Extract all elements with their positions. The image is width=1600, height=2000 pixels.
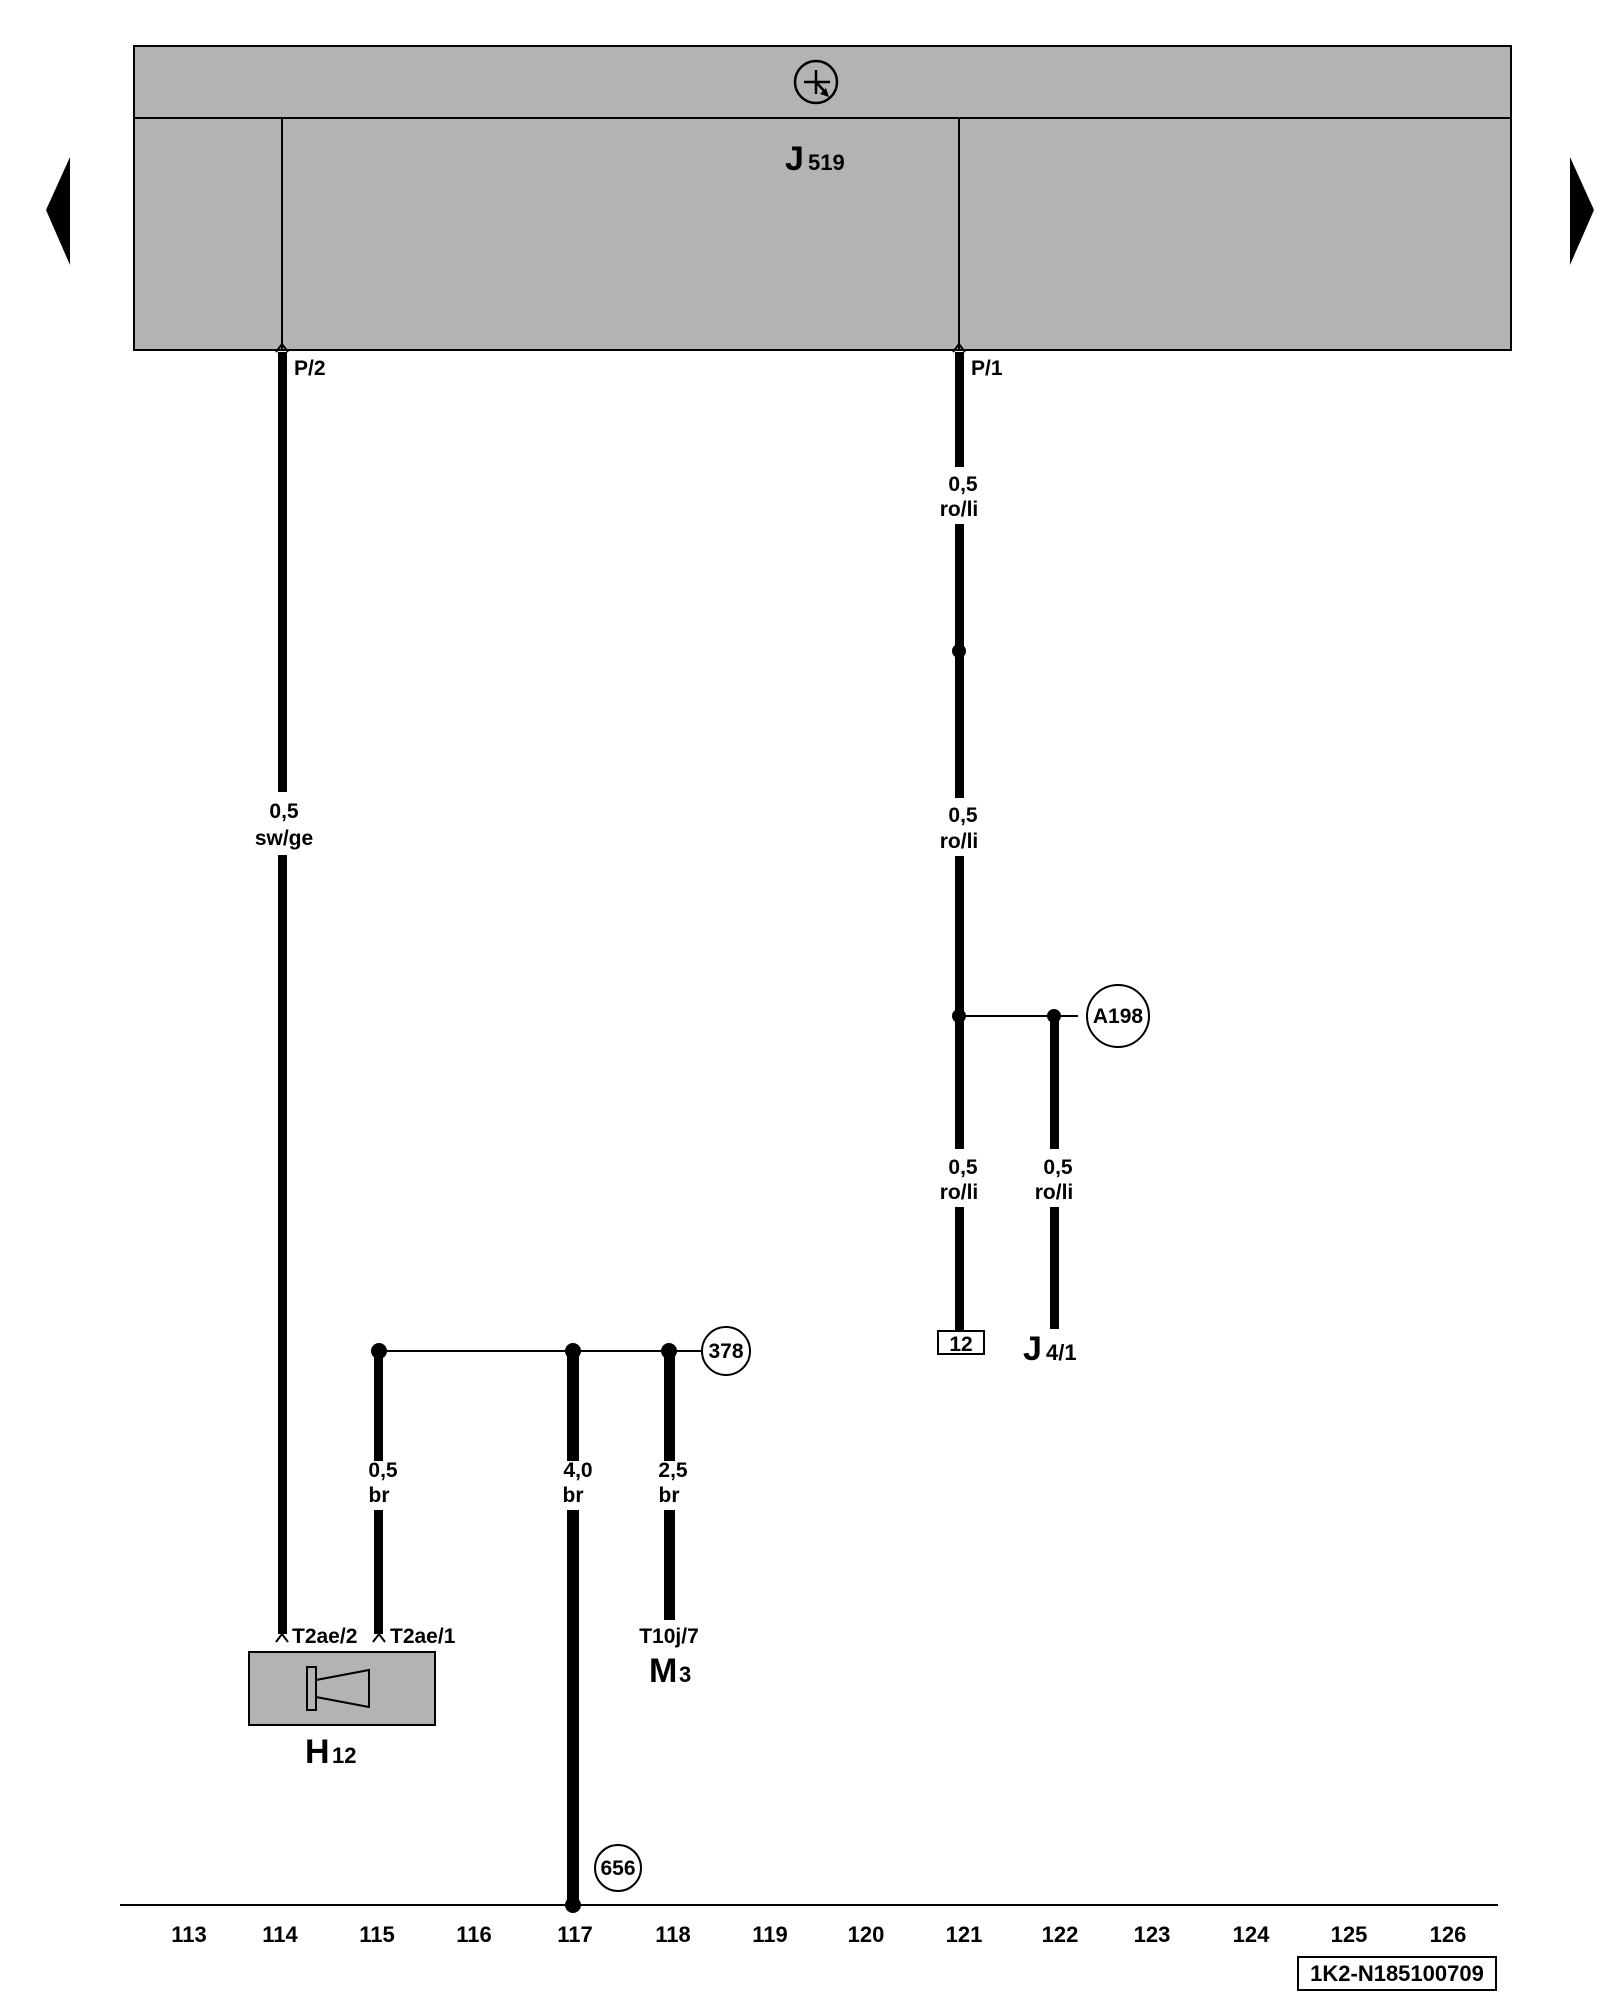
connection-378-label: 378 (708, 1340, 743, 1363)
next-page-arrow[interactable] (1570, 157, 1594, 265)
grid-number: 119 (752, 1922, 788, 1947)
wire-main-ground-color: br (563, 1484, 584, 1507)
wire-p2-segment-b (278, 855, 287, 1634)
grid-number: 124 (1233, 1922, 1270, 1947)
control-unit-j519: J 519 (133, 45, 1512, 351)
wire-j4-segment-a (1050, 1016, 1059, 1149)
wire-j4-segment-b (1050, 1207, 1059, 1329)
wire-main-ground-segment-a (567, 1351, 579, 1461)
wire-h12-ground-segment-a (374, 1351, 383, 1461)
horn-icon (306, 1666, 370, 1711)
electronic-unit-icon (793, 59, 839, 105)
grid-number: 123 (1134, 1922, 1171, 1947)
grid-number: 114 (262, 1922, 298, 1947)
grid-number: 121 (946, 1922, 983, 1947)
wire-p2-color: sw/ge (255, 827, 313, 850)
connection-656-circle (594, 1844, 642, 1892)
h12-pin-a-label: T2ae/2 (292, 1625, 357, 1648)
j4-main-label: J (1023, 1330, 1042, 1368)
wire-p1-lower-size: 0,5 (948, 1156, 978, 1179)
wire-m3-size: 2,5 (658, 1459, 688, 1482)
connection-box-12 (937, 1330, 985, 1355)
grid-number: 122 (1042, 1922, 1079, 1947)
wire-p1-segment-d (955, 1207, 964, 1331)
wire-main-ground-size: 4,0 (563, 1459, 592, 1482)
wire-p2-segment-a (278, 352, 287, 792)
pin-p1-label: P/1 (971, 357, 1003, 380)
wire-p1-upper-size: 0,5 (948, 473, 978, 496)
pin-p1-marker (952, 342, 966, 353)
wire-m3-segment-a (664, 1351, 675, 1461)
doc-id-box (1297, 1956, 1497, 1991)
wire-p1-middle-size: 0,5 (948, 804, 978, 827)
pin-t2ae1-marker (372, 1632, 386, 1643)
m3-main-label: M (649, 1652, 677, 1690)
wire-p1-upper-color: ro/li (940, 498, 979, 521)
wire-p2-size: 0,5 (269, 800, 299, 823)
grid-number: 125 (1331, 1922, 1368, 1947)
grid-number: 117 (557, 1922, 593, 1947)
grid-number: 113 (171, 1922, 207, 1947)
connection-656-label: 656 (600, 1857, 635, 1880)
wire-p1-segment-c (955, 856, 964, 1149)
j519-main-label: J (785, 140, 804, 178)
grid-number: 126 (1430, 1922, 1467, 1947)
wire-p1-middle-color: ro/li (940, 830, 979, 853)
grid-number: 120 (848, 1922, 885, 1947)
pin-p2-marker (275, 342, 289, 353)
wire-h12-ground-size: 0,5 (368, 1459, 398, 1482)
splice-point-p1 (952, 644, 966, 658)
j519-sub-label: 519 (808, 150, 845, 175)
wire-m3-color: br (659, 1484, 680, 1507)
grid-numbers: 113 114 115 116 117 118 119 120 121 122 123 124 125 1… (171, 1922, 1466, 1947)
wire-main-ground-segment-b (567, 1510, 579, 1905)
pin-p2-label: P/2 (294, 357, 326, 380)
wire-p1-segment-a (955, 352, 964, 467)
doc-id-label: 1K2-N185100709 (1310, 1961, 1484, 1986)
wire-h12-ground-color: br (369, 1484, 390, 1507)
wire-j4-color: ro/li (1035, 1181, 1074, 1204)
wire-p1-lower-color: ro/li (940, 1181, 979, 1204)
prev-page-arrow[interactable] (46, 157, 70, 265)
connection-378-circle (701, 1326, 751, 1376)
component-h12 (248, 1651, 436, 1726)
m3-sub-label: 3 (679, 1662, 691, 1687)
wire-h12-ground-segment-b (374, 1510, 383, 1634)
grid-number: 115 (359, 1922, 395, 1947)
pin-t2ae2-marker (275, 1632, 289, 1643)
j4-sub-label: 4/1 (1046, 1340, 1077, 1365)
grid-number: 116 (456, 1922, 492, 1947)
grid-number: 118 (655, 1922, 691, 1947)
h12-main-label: H (305, 1733, 330, 1771)
connection-a198-label: A198 (1093, 1005, 1144, 1028)
wire-m3-segment-b (664, 1510, 675, 1620)
wire-p1-segment-b (955, 524, 964, 798)
h12-pin-b-label: T2ae/1 (390, 1625, 456, 1648)
wire-j4-size: 0,5 (1043, 1156, 1073, 1179)
h12-sub-label: 12 (332, 1743, 356, 1768)
connection-a198-circle (1086, 984, 1150, 1048)
connection-box-12-label: 12 (949, 1333, 972, 1356)
m3-pin-label: T10j/7 (639, 1625, 699, 1648)
